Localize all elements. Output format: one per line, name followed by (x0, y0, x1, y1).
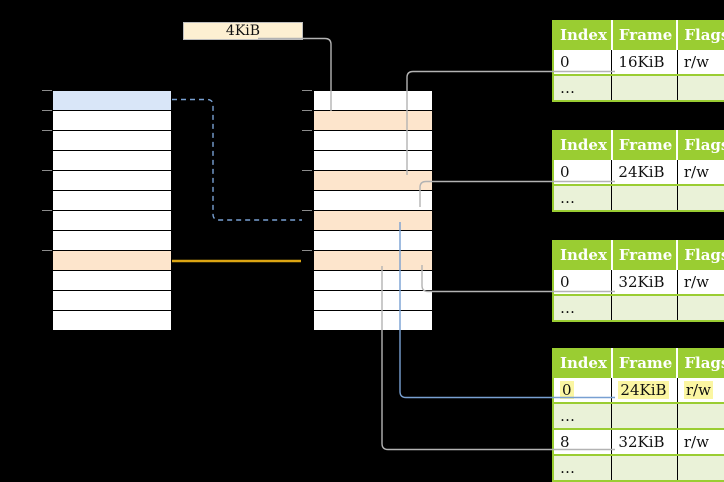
arrow-virtual-page-to-physical-dashed (172, 98, 302, 221)
frame-table-cell (611, 402, 678, 429)
frame-table-cell: … (553, 184, 613, 211)
memory-row-white (53, 151, 171, 171)
memory-row-white (314, 91, 432, 111)
frame-table-row: … (553, 402, 724, 429)
memory-row-white (53, 191, 171, 211)
page-table-24kib: IndexFrameFlags024KiBr/w… (552, 130, 724, 212)
frame-table-row: … (553, 294, 724, 321)
highlighted-value: r/w (683, 381, 713, 399)
column-header: Frame (611, 21, 679, 49)
frame-table-header-row: IndexFrameFlags (553, 21, 724, 49)
frame-table-cell: 16KiB (611, 48, 678, 75)
column-header: Flags (677, 21, 724, 49)
frame-table-row: … (553, 454, 724, 481)
column-header: Flags (677, 131, 724, 159)
column-header: Index (553, 21, 613, 49)
memory-row-white (53, 131, 171, 151)
memory-row-white (314, 291, 432, 311)
highlighted-value: 0 (560, 381, 574, 399)
memory-row-orange (314, 251, 432, 271)
column-header: Frame (611, 241, 679, 269)
frame-table-cell: r/w (677, 48, 724, 75)
frame-table-cell: 8 (553, 428, 613, 455)
frame-table-cell: r/w (677, 376, 724, 403)
frame-table-cell: 0 (553, 48, 613, 75)
frame-table-cell: 32KiB (611, 428, 678, 455)
memory-row-orange (53, 251, 171, 271)
memory-row-white (53, 171, 171, 191)
memory-row-orange (314, 211, 432, 231)
highlighted-value: 24KiB (618, 381, 669, 399)
column-header: Flags (677, 241, 724, 269)
memory-row-white (53, 291, 171, 311)
middle-table-ticks (302, 90, 312, 251)
frame-table-cell (611, 294, 678, 321)
frame-table-header-row: IndexFrameFlags (553, 349, 724, 377)
page-table-level2: IndexFrameFlags024KiBr/w…832KiBr/w… (552, 348, 724, 482)
column-header: Index (553, 241, 613, 269)
column-header: Flags (677, 349, 724, 377)
frame-table-cell: r/w (677, 268, 724, 295)
frame-table-cell (677, 402, 724, 429)
frame-table-cell (611, 74, 678, 101)
virtual-memory-table (52, 90, 172, 331)
memory-row-blue (53, 91, 171, 111)
memory-row-white (314, 231, 432, 251)
memory-row-orange (314, 171, 432, 191)
frame-table-cell: 24KiB (611, 376, 678, 403)
page-table-32kib: IndexFrameFlags032KiBr/w… (552, 240, 724, 322)
memory-row-white (53, 271, 171, 291)
frame-table-cell: 24KiB (611, 158, 678, 185)
frame-table-cell: … (553, 402, 613, 429)
memory-row-white (314, 131, 432, 151)
frame-table-cell: r/w (677, 428, 724, 455)
memory-row-white (314, 271, 432, 291)
memory-row-white (53, 111, 171, 131)
frame-table-header-row: IndexFrameFlags (553, 131, 724, 159)
frame-table-cell: 0 (553, 268, 613, 295)
memory-row-orange (314, 111, 432, 131)
frame-table-cell: 0 (553, 376, 613, 403)
memory-row-white (53, 311, 171, 330)
memory-row-white (314, 191, 432, 211)
frame-table-cell (677, 454, 724, 481)
memory-row-white (53, 231, 171, 251)
frame-table-row: … (553, 74, 724, 101)
frame-table-cell: … (553, 74, 613, 101)
page-size-label: 4KiB (183, 22, 303, 40)
page-table-16kib: IndexFrameFlags016KiBr/w… (552, 20, 724, 102)
column-header: Index (553, 131, 613, 159)
frame-table-cell (677, 74, 724, 101)
column-header: Frame (611, 131, 679, 159)
frame-table-cell: 32KiB (611, 268, 678, 295)
memory-row-white (314, 151, 432, 171)
frame-table-cell: 0 (553, 158, 613, 185)
frame-table-row: 0 24KiB r/w (553, 376, 724, 403)
column-header: Frame (611, 349, 679, 377)
frame-table-cell (677, 294, 724, 321)
frame-table-cell: … (553, 294, 613, 321)
memory-row-white (314, 311, 432, 330)
memory-row-white (53, 211, 171, 231)
frame-table-cell: … (553, 454, 613, 481)
left-table-ticks (42, 90, 52, 251)
physical-memory-table (313, 90, 433, 331)
frame-table-header-row: IndexFrameFlags (553, 241, 724, 269)
column-header: Index (553, 349, 613, 377)
frame-table-cell (677, 184, 724, 211)
frame-table-row: … (553, 184, 724, 211)
frame-table-cell (611, 184, 678, 211)
frame-table-cell (611, 454, 678, 481)
frame-table-cell: r/w (677, 158, 724, 185)
